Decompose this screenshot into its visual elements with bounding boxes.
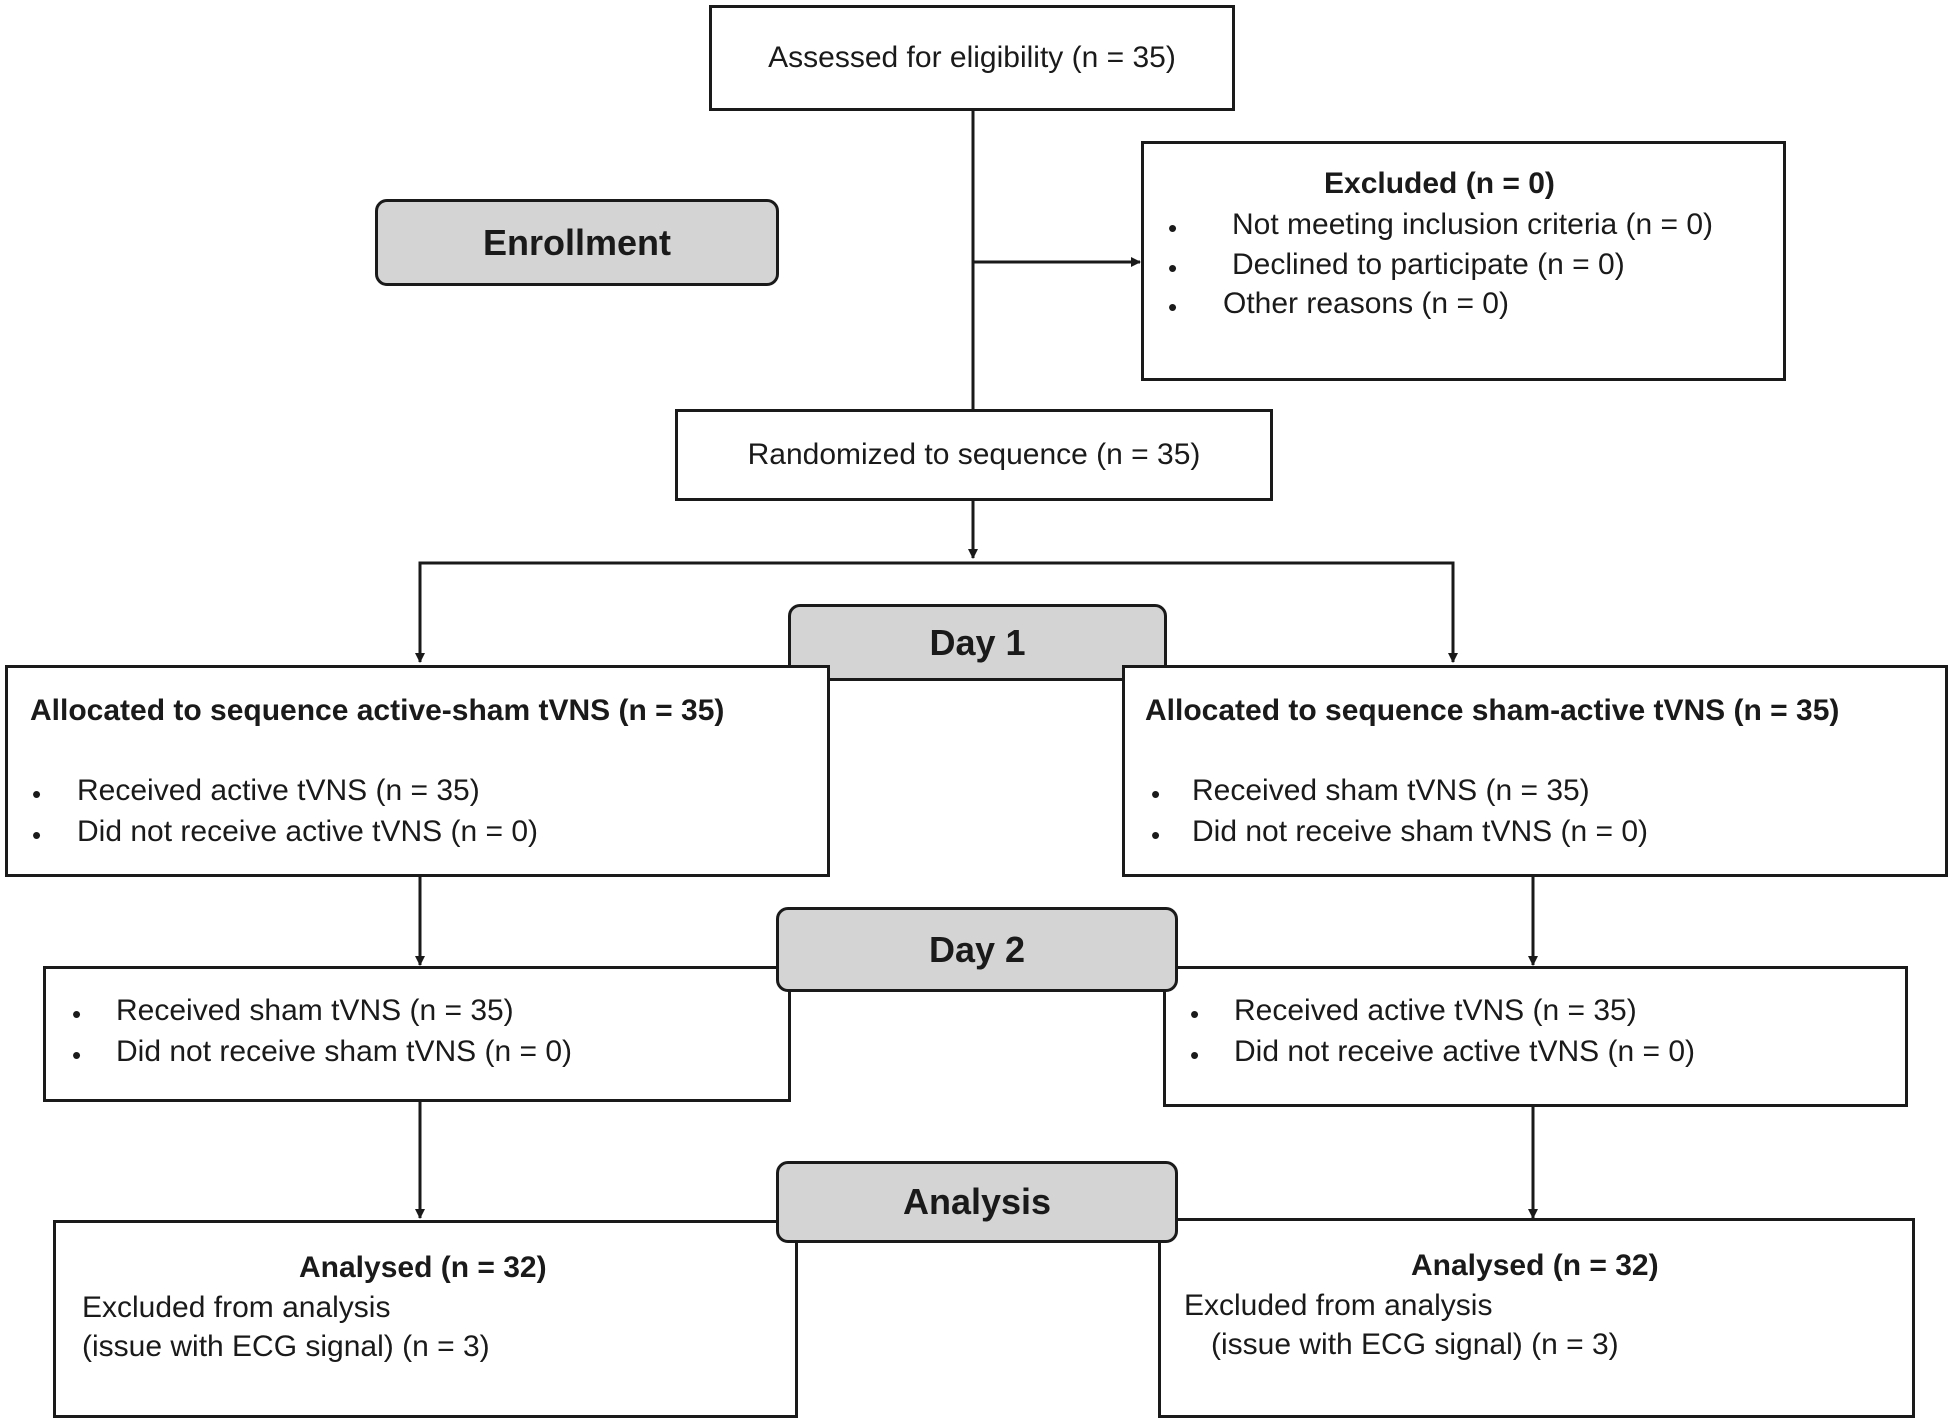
bullet-icon: •: [72, 1040, 82, 1070]
left-day1-item: Did not receive active tVNS (n = 0): [77, 815, 539, 848]
excluded-title: Excluded (n = 0): [1324, 167, 1555, 200]
bullet-icon: •: [1168, 292, 1178, 322]
randomized-box: Randomized to sequence (n = 35): [675, 409, 1273, 501]
left-allocation-title: Allocated to sequence active-sham tVNS (…: [30, 694, 725, 727]
day1-stage-label: Day 1: [788, 604, 1167, 681]
enrollment-stage-label: Enrollment: [375, 199, 779, 286]
left-day2-box: • Received sham tVNS (n = 35) • Did not …: [43, 966, 791, 1102]
assessed-box: Assessed for eligibility (n = 35): [709, 5, 1235, 111]
day1-text: Day 1: [929, 621, 1026, 663]
right-day2-item: Received active tVNS (n = 35): [1234, 994, 1637, 1027]
left-analysed-title: Analysed (n = 32): [299, 1251, 547, 1284]
bullet-icon: •: [1168, 253, 1178, 283]
bullet-icon: •: [1151, 779, 1161, 809]
right-day1-item: Did not receive sham tVNS (n = 0): [1192, 815, 1649, 848]
bullet-icon: •: [32, 779, 42, 809]
right-day1-item: Received sham tVNS (n = 35): [1192, 774, 1590, 807]
left-analysis-box: Analysed (n = 32) Excluded from analysis…: [53, 1220, 798, 1418]
split-left-arrow: [415, 561, 973, 663]
day2-stage-label: Day 2: [776, 907, 1178, 992]
left-excluded-line: (issue with ECG signal) (n = 3): [82, 1330, 490, 1363]
bullet-icon: •: [72, 999, 82, 1029]
right-allocation-title: Allocated to sequence sham-active tVNS (…: [1145, 694, 1840, 727]
excluded-box: Excluded (n = 0) • Not meeting inclusion…: [1141, 141, 1786, 381]
left-excluded-line: Excluded from analysis: [82, 1291, 391, 1324]
excluded-item: Other reasons (n = 0): [1223, 287, 1509, 320]
bullet-icon: •: [1190, 999, 1200, 1029]
right-day2-item: Did not receive active tVNS (n = 0): [1234, 1035, 1696, 1068]
excluded-item: Declined to participate (n = 0): [1232, 248, 1625, 281]
right-excluded-line: (issue with ECG signal) (n = 3): [1211, 1328, 1619, 1361]
analysis-text: Analysis: [902, 1181, 1052, 1222]
right-allocation-box: Allocated to sequence sham-active tVNS (…: [1122, 665, 1948, 877]
bullet-icon: •: [1151, 820, 1161, 850]
enrollment-text: Enrollment: [482, 221, 671, 263]
randomized-label: Randomized to sequence (n = 35): [747, 438, 1201, 471]
bullet-icon: •: [1190, 1040, 1200, 1070]
day2-text: Day 2: [928, 928, 1026, 970]
left-allocation-box: Allocated to sequence active-sham tVNS (…: [5, 665, 830, 877]
left-day2-item: Received sham tVNS (n = 35): [116, 994, 514, 1027]
right-day2-box: • Received active tVNS (n = 35) • Did no…: [1163, 966, 1908, 1107]
left-day2-item: Did not receive sham tVNS (n = 0): [116, 1035, 573, 1068]
assessed-label: Assessed for eligibility (n = 35): [768, 41, 1176, 74]
split-right-arrow: [973, 561, 1458, 663]
bullet-icon: •: [1168, 213, 1178, 243]
excluded-item: Not meeting inclusion criteria (n = 0): [1232, 208, 1714, 241]
right-analysed-title: Analysed (n = 32): [1411, 1249, 1659, 1282]
analysis-stage-label: Analysis: [776, 1161, 1178, 1243]
right-excluded-line: Excluded from analysis: [1184, 1289, 1493, 1322]
right-analysis-box: Analysed (n = 32) Excluded from analysis…: [1158, 1218, 1915, 1418]
bullet-icon: •: [32, 820, 42, 850]
left-day1-item: Received active tVNS (n = 35): [77, 774, 480, 807]
